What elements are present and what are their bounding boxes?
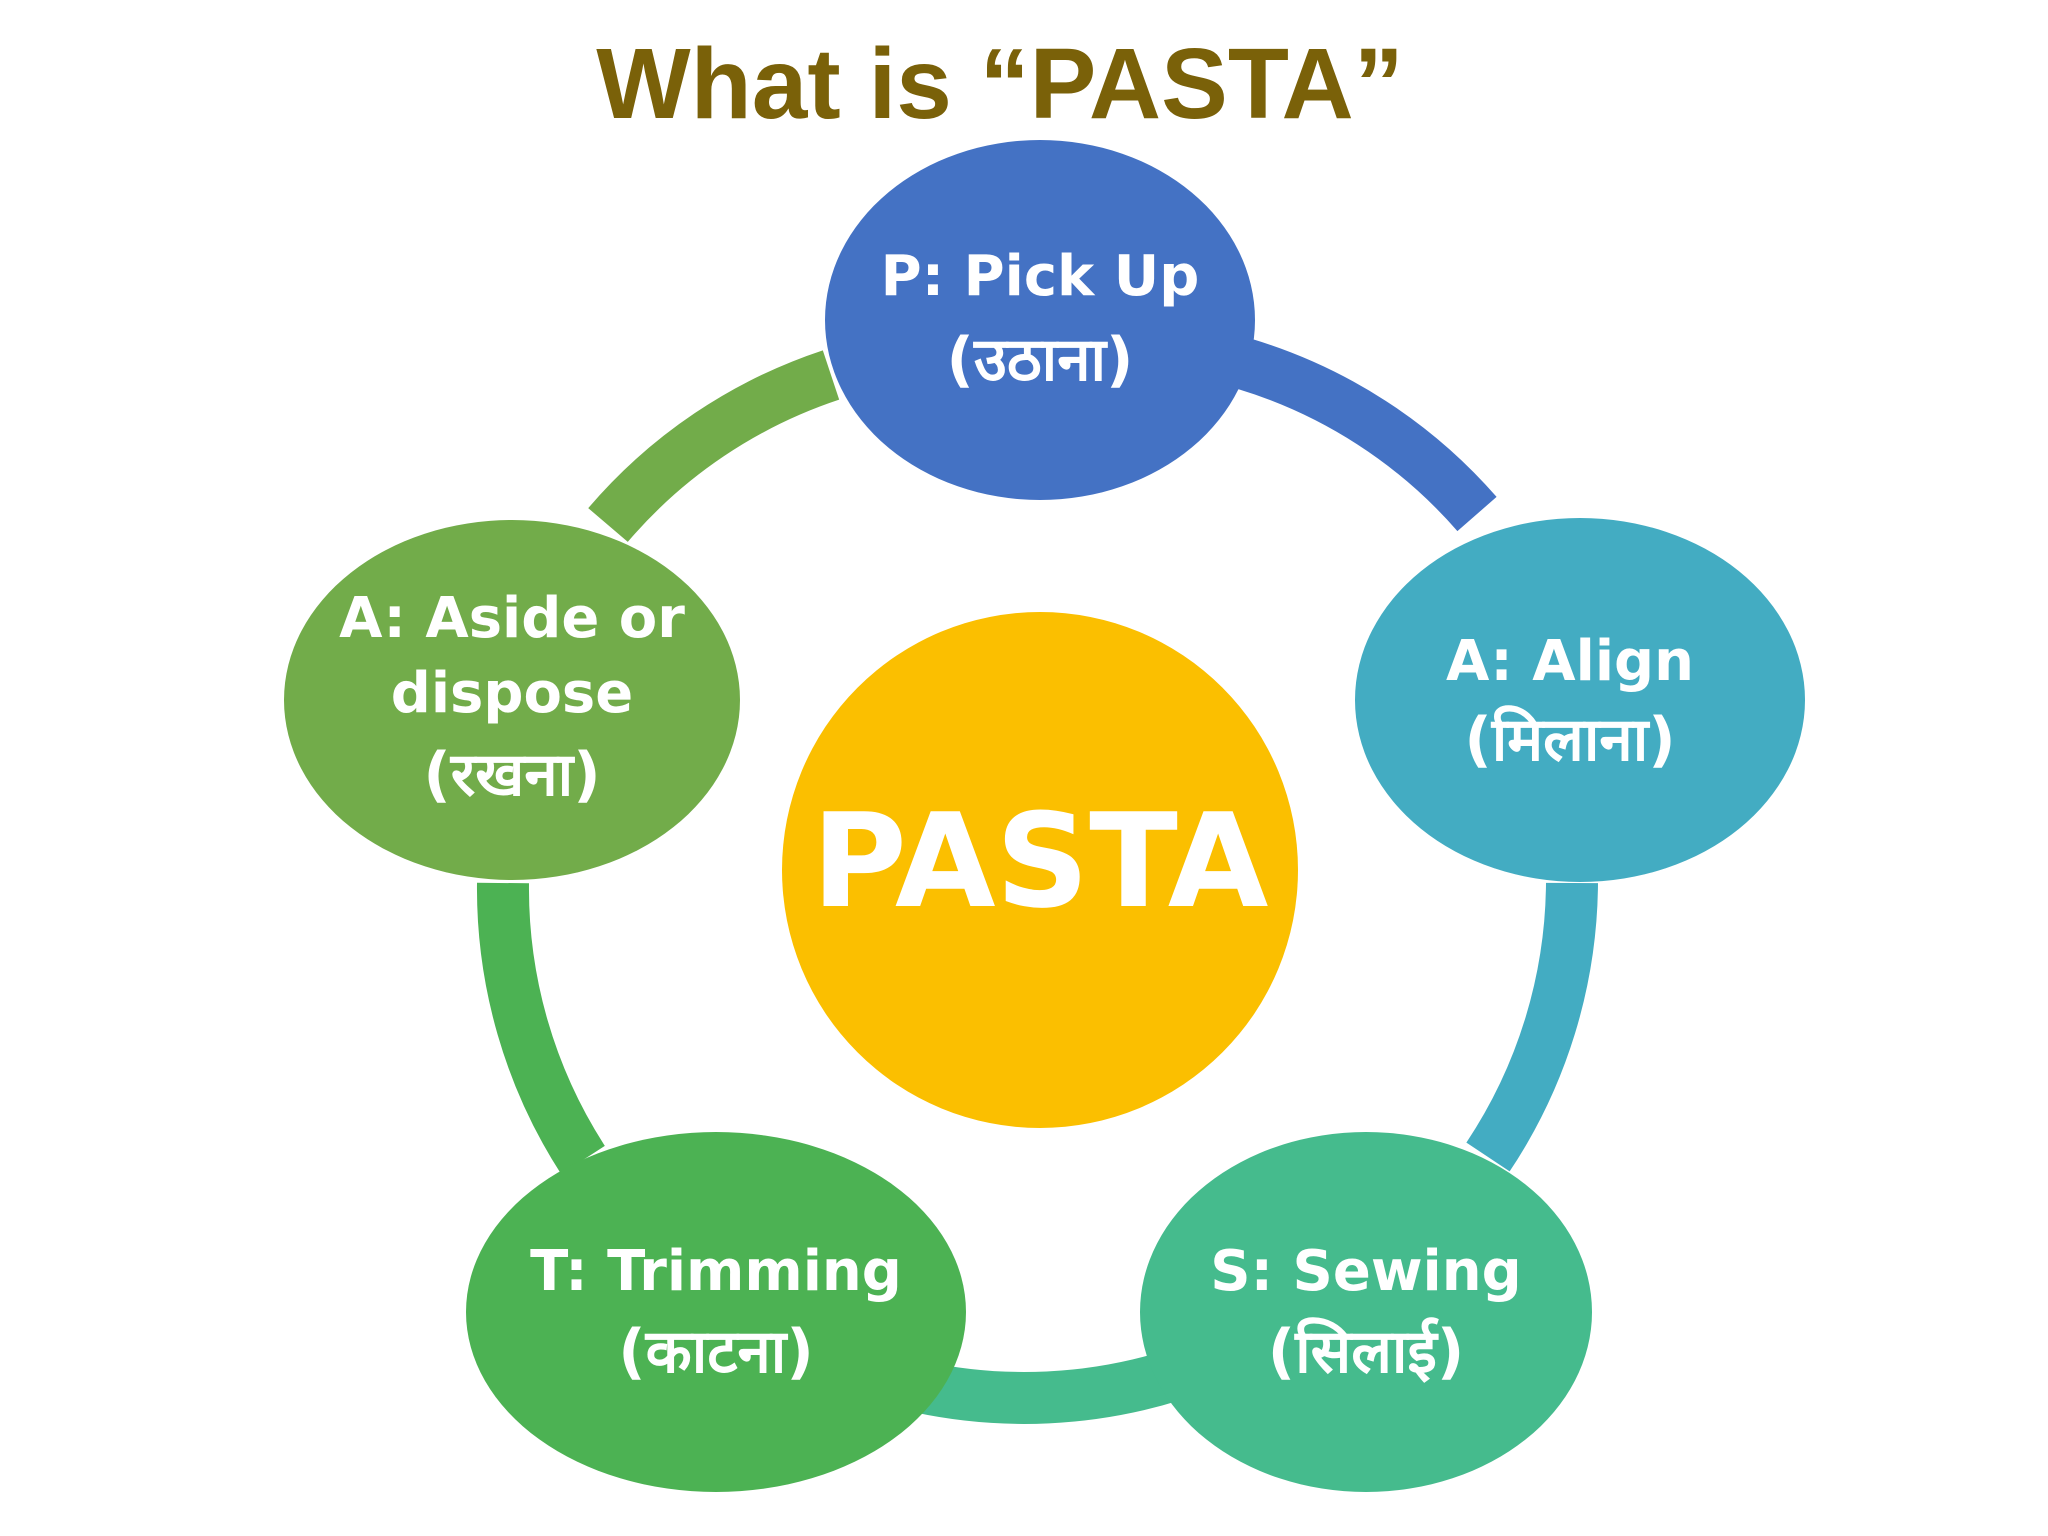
connector-align-to-sewing	[1466, 882, 1598, 1172]
node-pick-up: P: Pick Up (उठाना)	[825, 140, 1255, 500]
node-sewing-label-line-2: (सिलाई)	[1268, 1317, 1465, 1387]
node-align: A: Align (मिलाना)	[1355, 518, 1805, 882]
cycle-connectors	[476, 339, 1598, 1424]
center-label: PASTA	[812, 785, 1269, 937]
node-align-label-line-1: A: Align	[1446, 629, 1694, 694]
node-trimming: T: Trimming (काटना)	[466, 1132, 966, 1492]
connector-sewing-to-trimming	[914, 1350, 1182, 1424]
center-node: PASTA	[782, 612, 1298, 1128]
node-sewing-label-line-1: S: Sewing	[1210, 1239, 1521, 1304]
node-aside: A: Aside or dispose (रखना)	[284, 520, 740, 880]
node-trimming-label-line-1: T: Trimming	[530, 1239, 902, 1304]
connector-trimming-to-aside	[476, 882, 605, 1175]
node-align-label-line-2: (मिलाना)	[1464, 705, 1675, 775]
node-pick-up-ellipse	[825, 140, 1255, 500]
node-pick-up-label-line-2: (उठाना)	[947, 325, 1134, 395]
center-circle	[782, 612, 1298, 1128]
node-aside-ellipse	[284, 520, 740, 880]
node-trimming-label-line-2: (काटना)	[618, 1317, 814, 1387]
node-pick-up-label-line-1: P: Pick Up	[881, 244, 1200, 309]
node-aside-label-line-2: dispose	[391, 661, 633, 726]
connector-aside-to-pickup	[588, 350, 840, 543]
node-aside-label-line-3: (रखना)	[423, 740, 600, 810]
node-sewing-ellipse	[1140, 1132, 1592, 1492]
node-aside-label-line-1: A: Aside or	[339, 586, 685, 651]
page-title: What is “PASTA”	[596, 28, 1403, 140]
node-sewing: S: Sewing (सिलाई)	[1140, 1132, 1592, 1492]
node-align-ellipse	[1355, 518, 1805, 882]
connector-pickup-to-align	[1237, 339, 1497, 532]
node-trimming-ellipse	[466, 1132, 966, 1492]
